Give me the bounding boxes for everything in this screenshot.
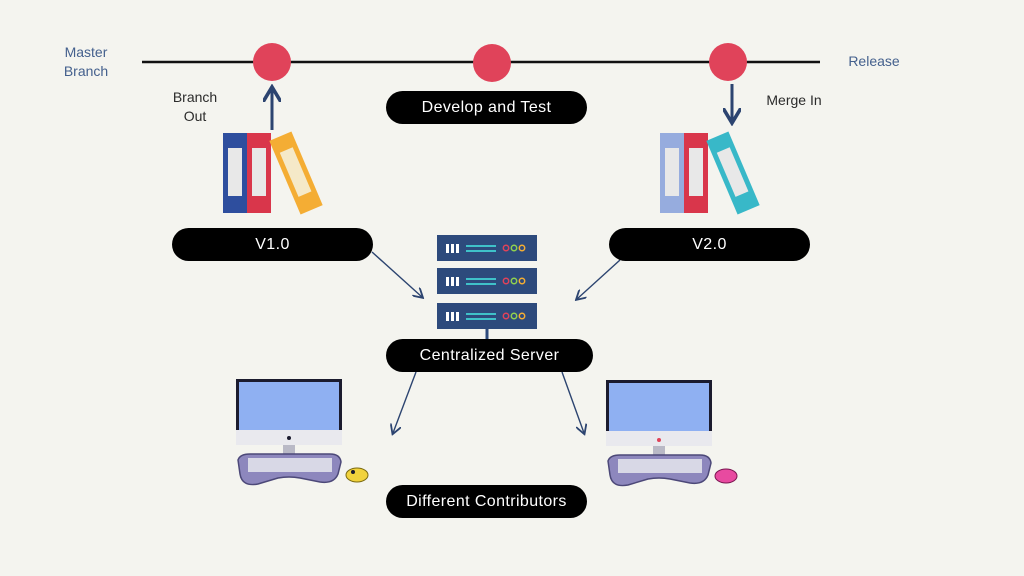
commit-dot-branch xyxy=(253,43,291,81)
merge-in-label: Merge In xyxy=(766,92,822,108)
commit-dot-develop xyxy=(473,44,511,82)
different-contributors-pill: Different Contributors xyxy=(386,485,587,518)
server-rack-icon xyxy=(437,235,537,341)
release-label: Release xyxy=(848,53,900,69)
v1-pill: V1.0 xyxy=(172,228,373,261)
v2-pill: V2.0 xyxy=(609,228,810,261)
branch-out-label: Branch Out xyxy=(172,89,218,124)
desktop-computer-icon-left xyxy=(236,379,369,486)
commit-dot-merge xyxy=(709,43,747,81)
v1-to-server-arrow xyxy=(371,251,422,297)
binders-icon-right xyxy=(660,131,760,215)
server-to-left-computer-arrow xyxy=(393,371,417,433)
desktop-computer-icon-right xyxy=(606,380,738,487)
develop-and-test-pill: Develop and Test xyxy=(386,91,587,124)
centralized-server-pill: Centralized Server xyxy=(386,339,593,372)
master-branch-label: Master Branch xyxy=(63,44,109,79)
binders-icon-left xyxy=(223,131,323,215)
server-to-right-computer-arrow xyxy=(561,371,584,433)
v2-to-server-arrow xyxy=(577,259,621,299)
